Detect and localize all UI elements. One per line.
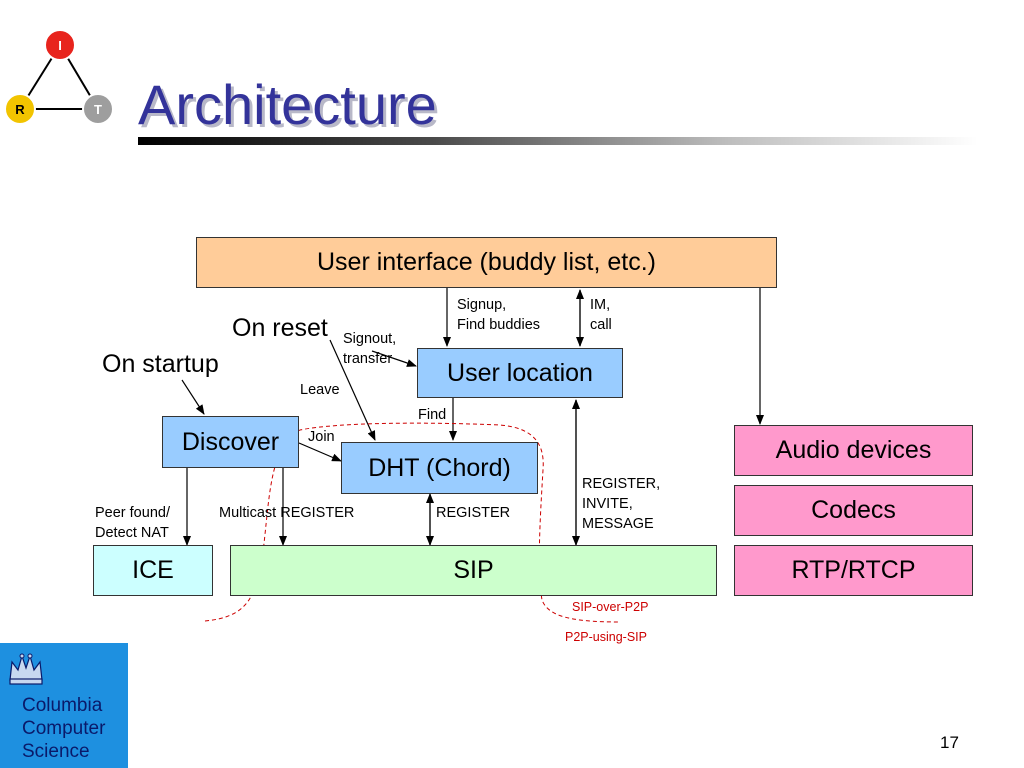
node-t-circle bbox=[82, 93, 114, 125]
im-call-label: IM, call bbox=[590, 297, 612, 333]
on-startup-label: On startup bbox=[102, 350, 219, 378]
user-location-box: User location bbox=[417, 348, 623, 398]
arrow-signout-to-user-location bbox=[371, 350, 417, 367]
crown-icon bbox=[9, 653, 43, 685]
register-invite-message-label: REGISTER, INVITE, MESSAGE bbox=[582, 476, 661, 532]
peer-found-label: Peer found/ Detect NAT bbox=[95, 505, 170, 541]
page-number: 17 bbox=[940, 733, 959, 752]
register-label: REGISTER bbox=[436, 505, 511, 521]
title-underline bbox=[138, 137, 978, 145]
node-r-circle bbox=[4, 93, 36, 125]
multicast-register-label: Multicast REGISTER bbox=[219, 505, 355, 521]
find-label: Find bbox=[418, 407, 447, 423]
node-i-circle bbox=[44, 29, 76, 61]
iri-logo: I R T bbox=[4, 29, 114, 125]
ice-box: ICE bbox=[93, 545, 213, 596]
sip-over-p2p-label: SIP-over-P2P bbox=[572, 600, 649, 614]
join-label: Join bbox=[308, 429, 335, 445]
signout-transfer-label: Signout, transfer bbox=[343, 331, 397, 367]
slide-title: Architecture bbox=[138, 73, 437, 136]
node-i-label: I bbox=[58, 38, 62, 53]
p2p-using-sip-label: P2P-using-SIP bbox=[565, 630, 647, 644]
on-reset-label: On reset bbox=[232, 314, 328, 342]
node-r-label: R bbox=[15, 102, 25, 117]
audio-devices-box: Audio devices bbox=[734, 425, 973, 476]
arrow-startup-to-discover bbox=[181, 379, 205, 415]
signup-label: Signup, Find buddies bbox=[457, 297, 541, 333]
arrow-join bbox=[298, 442, 342, 462]
arrow-reset-to-dht bbox=[329, 339, 376, 441]
discover-box: Discover bbox=[162, 416, 299, 468]
node-t-label: T bbox=[94, 102, 102, 117]
user-interface-box: User interface (buddy list, etc.) bbox=[196, 237, 777, 288]
codecs-box: Codecs bbox=[734, 485, 973, 536]
columbia-logo-text: Columbia Computer Science bbox=[22, 695, 106, 762]
sip-box: SIP bbox=[230, 545, 717, 596]
dht-chord-box: DHT (Chord) bbox=[341, 442, 538, 494]
rtp-rtcp-box: RTP/RTCP bbox=[734, 545, 973, 596]
leave-label: Leave bbox=[300, 382, 340, 398]
